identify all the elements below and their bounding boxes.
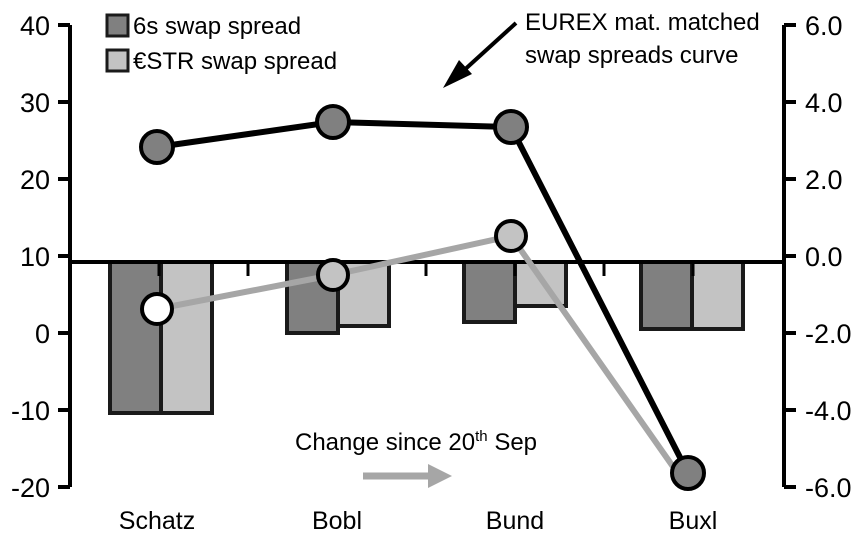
right-tick-label-5: -4.0 (805, 396, 852, 426)
change-since-annotation: Change since 20th Sep (295, 428, 537, 488)
right-tick-label-4: -2.0 (805, 319, 852, 349)
right-tick-label-1: 4.0 (805, 88, 843, 118)
bar-6s-schatz (108, 260, 163, 415)
right-tick-label-3: 0.0 (805, 242, 843, 272)
left-tick-label-4: 0 (35, 319, 50, 349)
marker-eurex-bobl (315, 104, 351, 140)
bar-estr-schatz (159, 260, 214, 415)
left-tick-label-6: -20 (11, 473, 50, 503)
change-since-text-sup: th (475, 428, 488, 445)
legend: 6s swap spread €STR swap spread (105, 13, 337, 75)
change-since-text-post: Sep (488, 429, 537, 456)
eurex-curve-annotation: EUREX mat. matched swap spreads curve (443, 9, 760, 88)
marker-change-bund (494, 219, 528, 253)
category-label-schatz: Schatz (119, 507, 195, 535)
series-line-change-since (140, 219, 691, 490)
marker-eurex-buxl (670, 455, 706, 491)
marker-eurex-schatz (139, 129, 175, 165)
series-line-eurex (139, 104, 706, 491)
left-tick-label-5: -10 (11, 396, 50, 426)
change-since-text: Change since 20th Sep (295, 428, 537, 456)
category-labels: Schatz Bobl Bund Buxl (119, 507, 718, 535)
eurex-annotation-line1: EUREX mat. matched (525, 9, 760, 36)
bar-estr-buxl (690, 260, 745, 331)
right-tick-label-2: 2.0 (805, 165, 843, 195)
marker-change-schatz (140, 292, 174, 326)
diagonal-down-left-arrow-icon (443, 21, 518, 88)
change-since-text-pre: Change since 20 (295, 429, 475, 456)
legend-label-estr: €STR swap spread (133, 48, 337, 75)
marker-change-bobl (316, 258, 350, 292)
bar-group-schatz (108, 260, 214, 415)
category-label-bobl: Bobl (312, 507, 362, 535)
bar-group-buxl (639, 260, 745, 331)
right-tick-label-0: 6.0 (805, 11, 843, 41)
left-tick-label-2: 20 (20, 165, 50, 195)
bar-6s-bund (462, 260, 517, 324)
category-label-buxl: Buxl (669, 507, 718, 535)
right-axis-ticks (784, 23, 796, 489)
right-axis: 6.0 4.0 2.0 0.0 -2.0 -4.0 -6.0 (782, 11, 852, 503)
legend-swatch-estr (105, 48, 130, 73)
bar-estr-bund (513, 260, 568, 308)
eurex-annotation-line2: swap spreads curve (525, 42, 738, 69)
bar-group-bund (462, 260, 568, 324)
left-tick-label-3: 10 (20, 242, 50, 272)
left-tick-label-0: 40 (20, 11, 50, 41)
legend-label-6s: 6s swap spread (133, 13, 301, 40)
right-arrow-icon (363, 464, 452, 488)
left-axis: 40 30 20 10 0 -10 -20 (11, 11, 72, 503)
left-tick-label-1: 30 (20, 88, 50, 118)
marker-eurex-bund (493, 109, 529, 145)
bar-6s-buxl (639, 260, 694, 331)
legend-swatch-6s (105, 13, 130, 38)
left-axis-ticks (58, 23, 70, 489)
category-label-bund: Bund (486, 507, 544, 535)
right-tick-label-6: -6.0 (805, 473, 852, 503)
